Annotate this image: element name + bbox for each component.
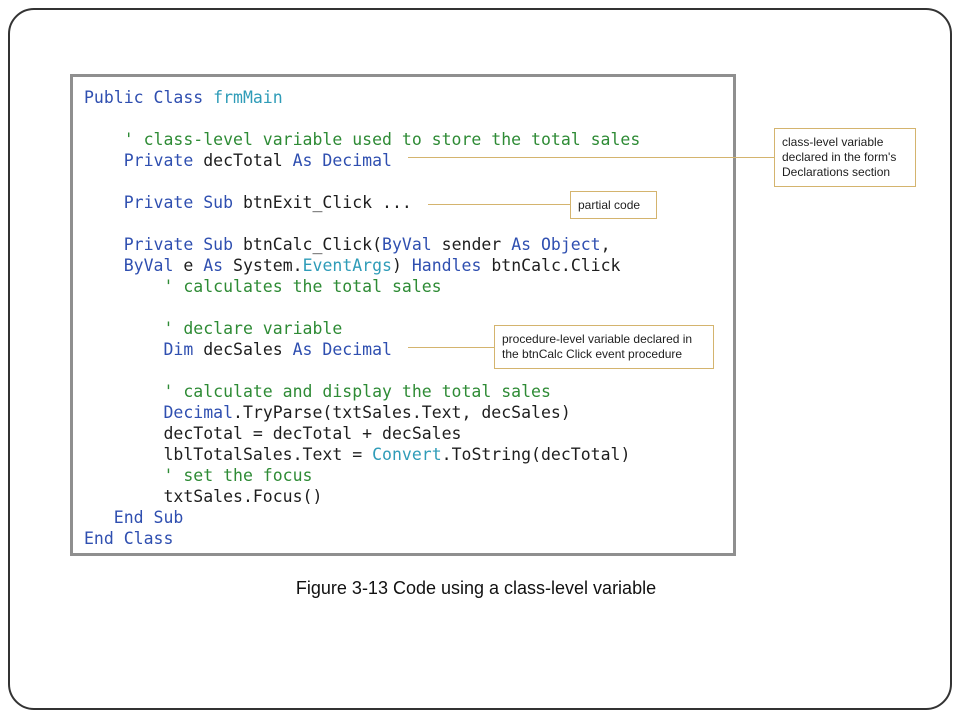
code-token: btnCalc.Click	[491, 256, 621, 275]
code-token: decTotal = decTotal + decSales	[84, 424, 462, 443]
code-token: As Decimal	[292, 340, 392, 359]
code-token: Private Sub	[84, 193, 243, 212]
code-token: decTotal	[203, 151, 293, 170]
code-line: Decimal.TryParse(txtSales.Text, decSales…	[84, 403, 571, 423]
code-token: frmMain	[213, 88, 283, 107]
code-line: decTotal = decTotal + decSales	[84, 424, 462, 444]
code-token: As	[203, 256, 234, 275]
class-level-leader-line	[408, 157, 774, 158]
code-token: lblTotalSales.Text =	[84, 445, 373, 464]
code-line: lblTotalSales.Text = Convert.ToString(de…	[84, 445, 630, 465]
figure-caption: Figure 3-13 Code using a class-level var…	[295, 578, 657, 598]
code-line: End Sub	[84, 508, 184, 528]
code-line: ByVal e As System.EventArgs) Handles btn…	[84, 256, 621, 276]
code-line: ' set the focus	[84, 466, 312, 486]
code-token: Dim	[84, 340, 204, 359]
code-token: Decimal	[84, 403, 234, 422]
code-token: ' set the focus	[84, 466, 313, 485]
code-token: Convert	[372, 445, 442, 464]
code-line: txtSales.Focus()	[84, 487, 322, 507]
code-token: ByVal	[382, 235, 442, 254]
code-token: End Sub	[84, 508, 184, 527]
procedure-level-leader-line	[408, 347, 494, 348]
procedure-level-callout: procedure-level variable declared in the…	[494, 325, 714, 369]
code-token: btnCalc_Click(	[242, 235, 383, 254]
code-token: Public Class	[84, 88, 214, 107]
code-line: ' class-level variable used to store the…	[84, 130, 641, 150]
code-token: ' calculate and display the total sales	[84, 382, 551, 401]
code-token: e	[183, 256, 204, 275]
code-line: Private decTotal As Decimal	[84, 151, 392, 171]
code-token: btnExit_Click ...	[242, 193, 412, 212]
code-token: System.	[233, 256, 303, 275]
code-token: Private Sub	[84, 235, 243, 254]
code-token: .ToString(decTotal)	[441, 445, 631, 464]
partial-code-callout: partial code	[570, 191, 657, 219]
code-token: Private	[84, 151, 204, 170]
code-token: ' class-level variable used to store the…	[84, 130, 641, 149]
code-token: As Decimal	[292, 151, 392, 170]
code-token: ,	[600, 235, 611, 254]
code-token: )	[391, 256, 412, 275]
code-line: Dim decSales As Decimal	[84, 340, 392, 360]
code-token: decSales	[203, 340, 293, 359]
code-token: txtSales.Focus()	[84, 487, 323, 506]
code-token: .TryParse(txtSales.Text, decSales)	[233, 403, 571, 422]
code-token: sender	[441, 235, 512, 254]
code-token: End Class	[84, 529, 174, 548]
code-line: ' declare variable	[84, 319, 342, 339]
code-token: As Object	[511, 235, 601, 254]
code-token: ByVal	[84, 256, 184, 275]
partial-code-leader-line	[428, 204, 570, 205]
code-line: Public Class frmMain	[84, 88, 283, 108]
code-token: Handles	[411, 256, 492, 275]
code-token: EventArgs	[302, 256, 392, 275]
code-line: Private Sub btnCalc_Click(ByVal sender A…	[84, 235, 611, 255]
code-line: ' calculates the total sales	[84, 277, 442, 297]
code-token: ' declare variable	[84, 319, 343, 338]
code-line: Private Sub btnExit_Click ...	[84, 193, 412, 213]
code-token: ' calculates the total sales	[84, 277, 442, 296]
code-line: End Class	[84, 529, 173, 549]
code-line: ' calculate and display the total sales	[84, 382, 551, 402]
class-level-callout: class-level variable declared in the for…	[774, 128, 916, 187]
code-listing: Public Class frmMain ' class-level varia…	[70, 74, 736, 556]
